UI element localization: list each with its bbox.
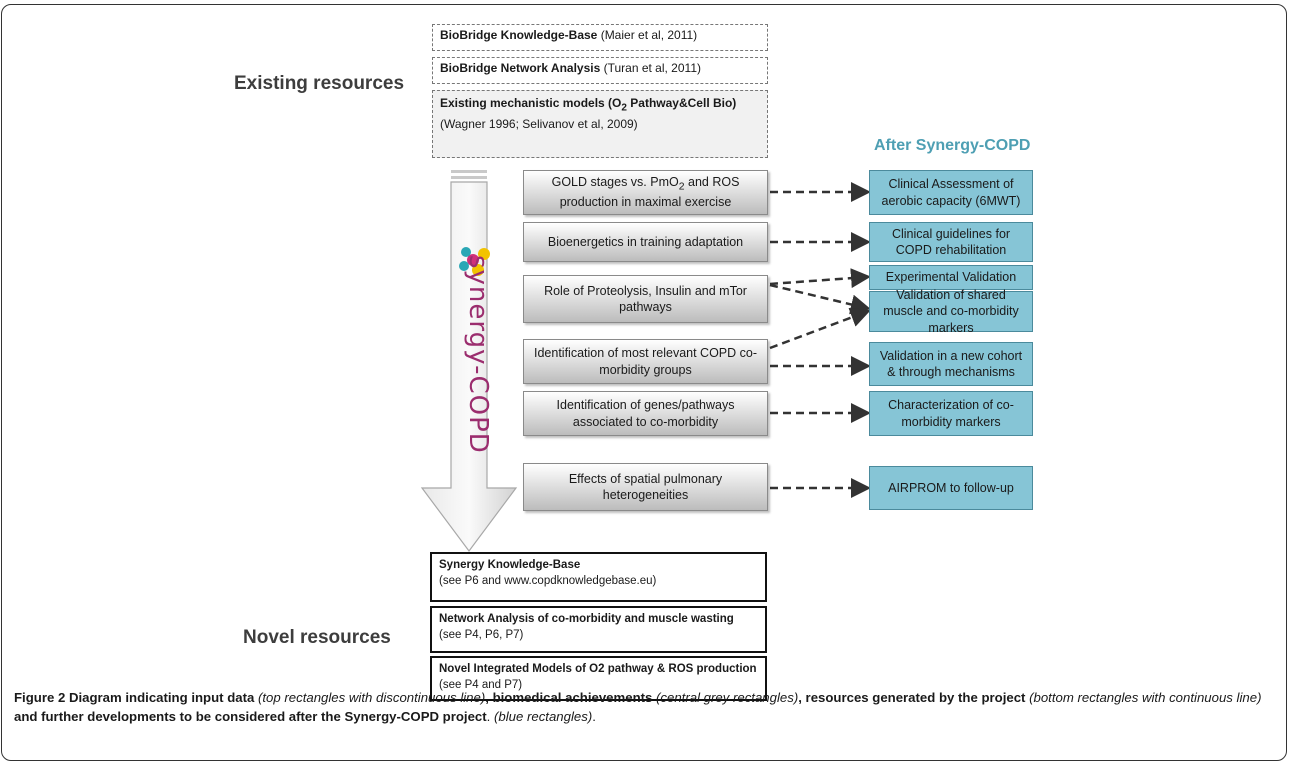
achievement-genes-pathways: Identification of genes/pathways associa…	[523, 391, 768, 436]
existing-resources-label: Existing resources	[234, 73, 405, 94]
resource-detail: (see P6 and www.copdknowledgebase.eu)	[439, 574, 657, 587]
novel-resources-label: Novel resources	[243, 627, 391, 648]
subscript: 2	[678, 181, 685, 193]
connector-proteolysis-validation	[769, 268, 871, 289]
synergy-copd-logo-text: synergy-COPD	[463, 255, 493, 454]
achievement-text: Bioenergetics in training adaptation	[547, 234, 744, 249]
after-new-cohort: Validation in a new cohort & through mec…	[869, 342, 1033, 386]
achievement-text: Effects of spatial pulmonary heterogenei…	[568, 471, 723, 502]
existing-resource-biobridge-network: BioBridge Network Analysis (Turan et al,…	[432, 57, 768, 84]
achievement-text-cont: and ROS production in maximal exercise	[559, 175, 740, 210]
achievement-gold-stages: GOLD stages vs. PmO2 and ROS production …	[523, 170, 768, 215]
logo-petals	[459, 247, 490, 276]
dashed-connectors	[769, 182, 871, 498]
resource-title: Synergy Knowledge-Base	[439, 559, 581, 571]
existing-resource-mechanistic-models: Existing mechanistic models (O2 Pathway&…	[432, 90, 768, 158]
achievement-text: Role of Proteolysis, Insulin and mTor pa…	[544, 283, 747, 314]
resource-title-cont: Pathway&Cell Bio)	[626, 96, 737, 110]
after-experimental-validation: Experimental Validation	[869, 265, 1033, 290]
figure-caption: Figure 2 Diagram indicating input data (…	[14, 690, 1262, 724]
novel-resource-network-analysis: Network Analysis of co-morbidity and mus…	[430, 606, 767, 653]
achievement-bioenergetics: Bioenergetics in training adaptation	[523, 222, 768, 262]
big-down-arrow	[420, 170, 518, 553]
achievement-text: Identification of most relevant COPD co-…	[533, 346, 757, 377]
resource-title: Existing mechanistic models (O	[440, 96, 622, 110]
resource-detail: (see P4, P6, P7)	[439, 628, 524, 641]
achievement-text: GOLD stages vs. PmO	[551, 175, 679, 190]
after-clinical-assessment: Clinical Assessment of aerobic capacity …	[869, 170, 1033, 215]
connector-proteolysis-shared	[769, 283, 871, 315]
resource-citation: (Turan et al, 2011)	[600, 61, 701, 75]
achievement-text: Identification of genes/pathways associa…	[556, 398, 735, 429]
caption-figure-number: Figure 2	[14, 690, 66, 705]
connector-comorbidity-shared	[769, 307, 871, 350]
after-clinical-guidelines: Clinical guidelines for COPD rehabilitat…	[869, 222, 1033, 262]
resource-title: BioBridge Network Analysis	[440, 61, 601, 75]
after-synergy-title: After Synergy-COPD	[874, 137, 1031, 154]
resource-citation: (Maier et al, 2011)	[597, 28, 698, 42]
achievement-spatial-heterogeneities: Effects of spatial pulmonary heterogenei…	[523, 463, 768, 511]
resource-title: Novel Integrated Models of O2 pathway & …	[439, 663, 757, 675]
after-airprom: AIRPROM to follow-up	[869, 466, 1033, 510]
novel-resource-integrated-models: Novel Integrated Models of O2 pathway & …	[430, 656, 767, 701]
resource-title: Network Analysis of co-morbidity and mus…	[439, 613, 734, 625]
resource-title: BioBridge Knowledge-Base	[440, 28, 598, 42]
resource-detail: (see P4 and P7)	[439, 678, 523, 691]
subscript: 2	[621, 102, 627, 114]
resource-citation: (Wagner 1996; Selivanov et al, 2009)	[440, 117, 638, 132]
achievement-proteolysis: Role of Proteolysis, Insulin and mTor pa…	[523, 275, 768, 323]
novel-resource-knowledge-base: Synergy Knowledge-Base (see P6 and www.c…	[430, 552, 767, 602]
figure-frame	[1, 4, 1287, 761]
after-shared-markers: Validation of shared muscle and co-morbi…	[869, 288, 1033, 335]
existing-resource-biobridge-kb: BioBridge Knowledge-Base (Maier et al, 2…	[432, 24, 768, 51]
after-characterization: Characterization of co-morbidity markers	[869, 391, 1033, 436]
achievement-comorbidity-groups: Identification of most relevant COPD co-…	[523, 339, 768, 384]
